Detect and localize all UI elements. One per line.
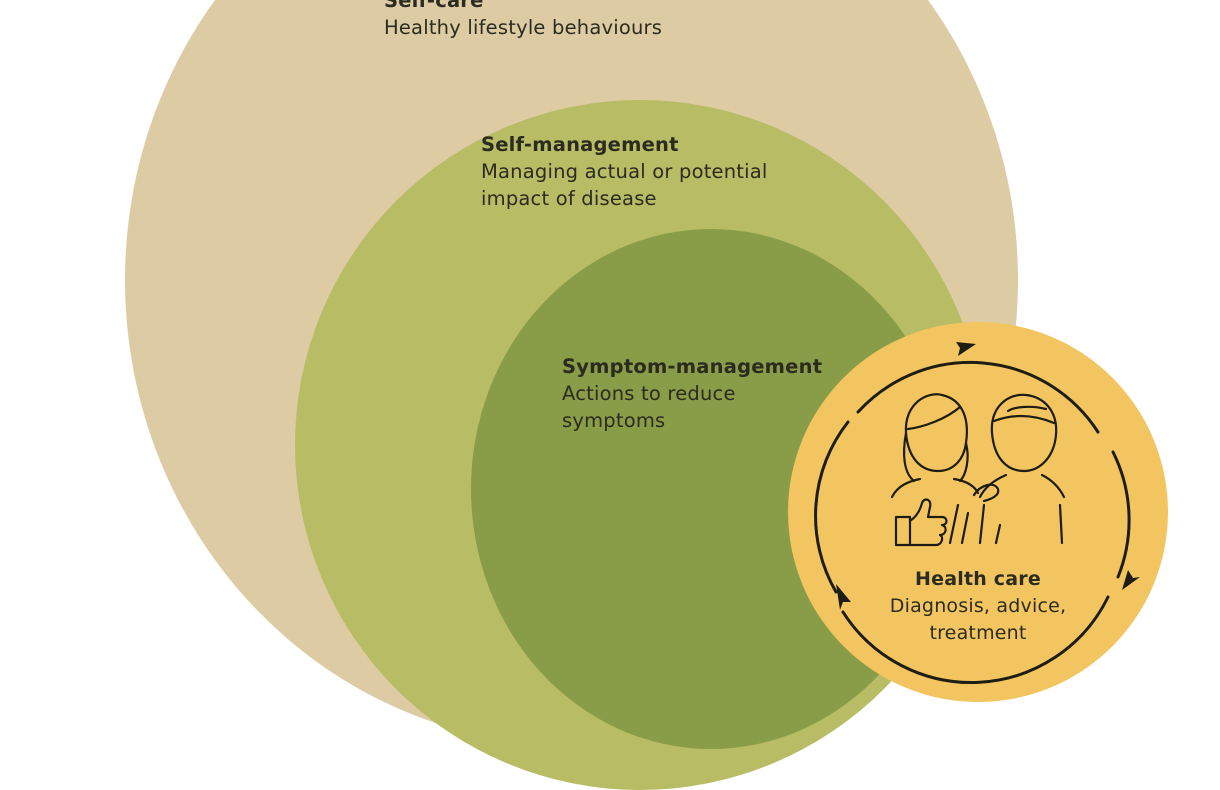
symptom-management-description-line: Actions to reduce [562,382,736,405]
symptom-management-label: Symptom-management Actions to reduce sym… [562,353,822,434]
health-care-description-line: treatment [929,622,1027,644]
health-care-description-line: Diagnosis, advice, [889,595,1067,617]
self-care-label: Self-care Healthy lifestyle behaviours [384,0,662,41]
self-management-description-line: Managing actual or potential [481,160,768,183]
patient-and-clinician-icon [890,393,1066,547]
cycle-arc-bottom [841,595,1110,685]
health-care-label: Health care Diagnosis, advice, treatment [862,566,1094,647]
self-care-title: Self-care [384,0,484,12]
symptom-management-description-line: symptoms [562,409,666,432]
cycle-arrows-ring [814,342,1140,685]
arrow-head-right [1122,570,1140,590]
health-care-title: Health care [915,568,1041,590]
cycle-arc-left [814,420,850,594]
arrow-head-left [836,584,851,610]
arrow-head-top [956,342,976,356]
self-management-label: Self-management Managing actual or poten… [481,131,768,212]
self-management-title: Self-management [481,133,679,156]
symptom-management-title: Symptom-management [562,355,823,378]
cycle-arc-top [856,360,1100,434]
cycle-arc-right [1111,450,1131,579]
health-care-circle [788,322,1168,702]
self-care-description: Healthy lifestyle behaviours [384,16,663,39]
self-management-description-line: impact of disease [481,187,657,210]
